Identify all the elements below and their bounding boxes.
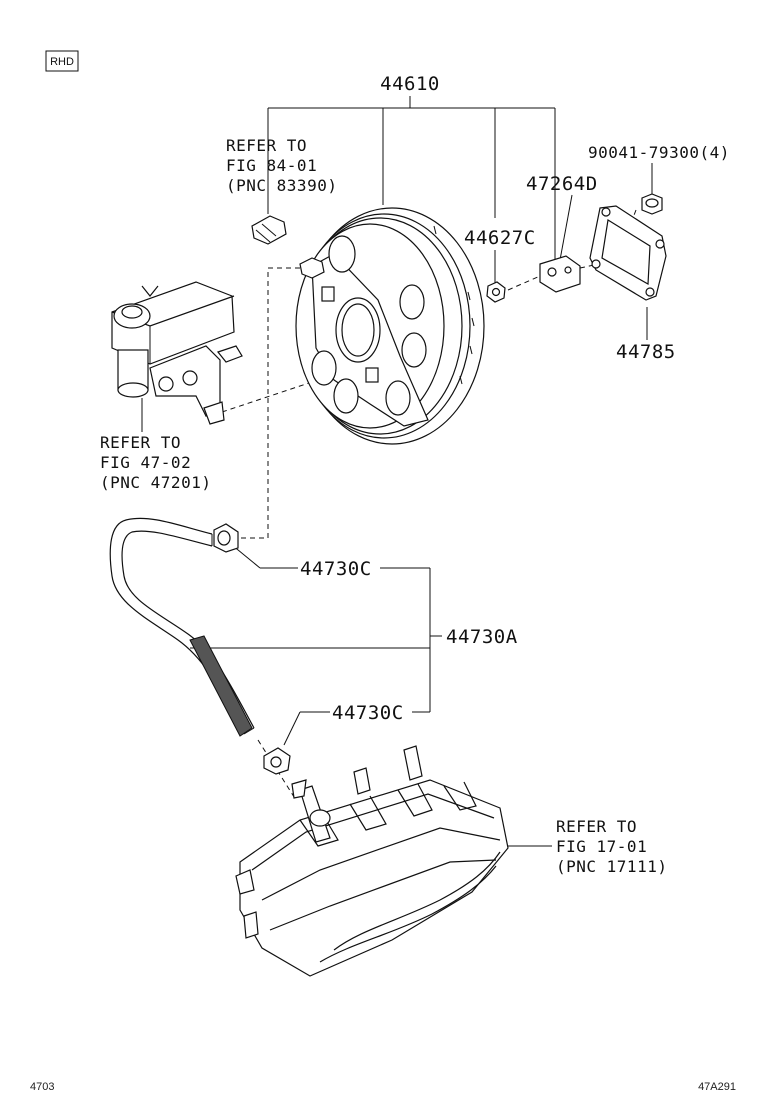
intake-manifold bbox=[235, 745, 509, 977]
label-44730c-lower: 44730C bbox=[332, 702, 404, 724]
bracket-47264d bbox=[539, 255, 581, 293]
label-90041-79300: 90041-79300(4) bbox=[588, 143, 730, 162]
label-44730a: 44730A bbox=[446, 626, 518, 648]
vacuum-hose bbox=[109, 517, 255, 737]
gasket-44785 bbox=[589, 205, 667, 301]
label-44785: 44785 bbox=[616, 341, 676, 363]
clip-44730c-lower bbox=[263, 747, 291, 775]
ref-manifold-line2: FIG 17-01 bbox=[556, 837, 647, 856]
label-47264d: 47264D bbox=[526, 173, 598, 195]
label-44730c-upper: 44730C bbox=[300, 558, 372, 580]
ref-master-cylinder-line2: FIG 47-02 bbox=[100, 453, 191, 472]
rhd-badge-text: RHD bbox=[50, 56, 74, 68]
cap-nut-90041 bbox=[641, 193, 663, 215]
clip-44730c-upper bbox=[213, 523, 239, 553]
label-44627c: 44627C bbox=[464, 227, 536, 249]
leader-lines bbox=[141, 96, 653, 847]
ref-manifold-line1: REFER TO bbox=[556, 817, 637, 836]
ref-master-cylinder-line3: (PNC 47201) bbox=[100, 473, 211, 492]
ref-switch-line3: (PNC 83390) bbox=[226, 176, 337, 195]
footer-left-code: 4703 bbox=[30, 1081, 54, 1093]
ref-manifold-line3: (PNC 17111) bbox=[556, 857, 667, 876]
labels: 44610 REFER TO FIG 84-01 (PNC 83390) 900… bbox=[100, 73, 730, 876]
ref-switch-line1: REFER TO bbox=[226, 136, 307, 155]
footer-right-code: 47A291 bbox=[698, 1081, 736, 1093]
ref-switch-line2: FIG 84-01 bbox=[226, 156, 317, 175]
label-44610: 44610 bbox=[380, 73, 440, 95]
brake-booster bbox=[295, 207, 485, 445]
master-cylinder bbox=[111, 281, 243, 425]
ref-master-cylinder-line1: REFER TO bbox=[100, 433, 181, 452]
vacuum-switch bbox=[251, 215, 287, 245]
nut-44627c bbox=[486, 281, 506, 303]
rhd-badge: RHD bbox=[45, 50, 79, 72]
